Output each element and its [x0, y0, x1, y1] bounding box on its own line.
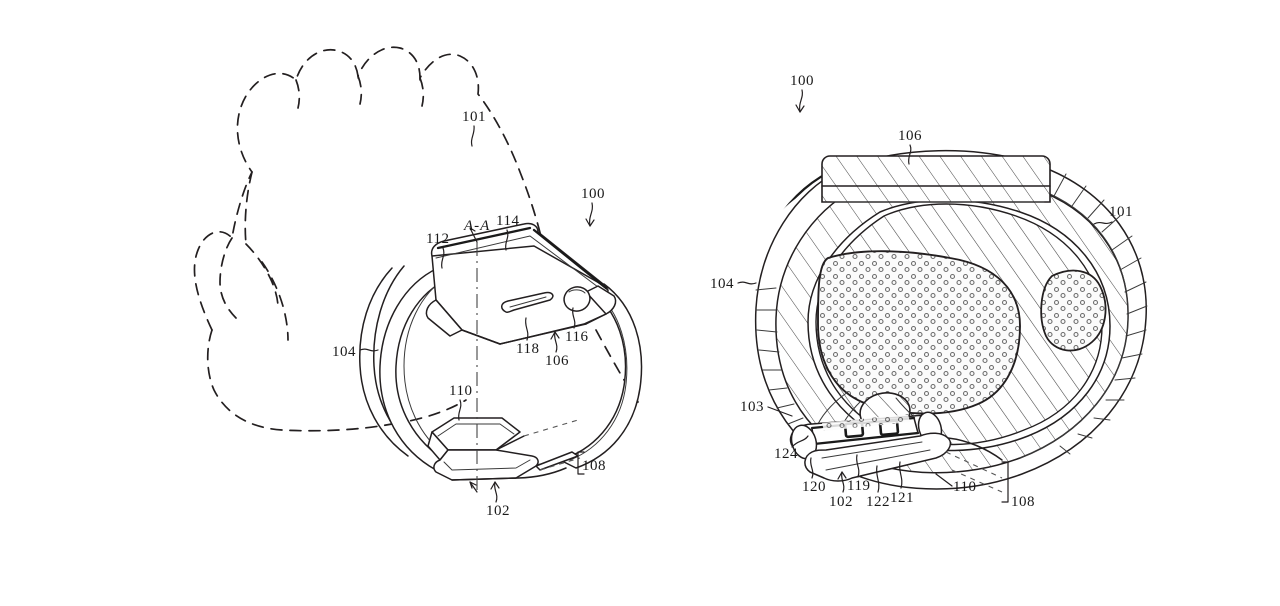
callout-116: 116: [565, 329, 588, 345]
callout-122: 122: [866, 494, 890, 510]
connector-dark-bar-bottom: [812, 431, 920, 446]
right-figure-callouts: 100 106 101 104 103 124 120 102: [710, 73, 1133, 510]
callout-121: 121: [890, 490, 914, 506]
watch-body: [425, 222, 617, 345]
right-figure: 100 106 101 104 103 124 120 102: [710, 73, 1150, 510]
connector-assembly: [789, 391, 1009, 503]
callout-112: 112: [426, 231, 449, 247]
section-label-aa: A-A: [463, 218, 490, 234]
callout-103: 103: [740, 399, 764, 415]
callout-102-left: 102: [486, 503, 510, 519]
callout-104-right: 104: [710, 276, 734, 292]
clasp-lower-shell: [804, 432, 952, 482]
cushion-region-large: [817, 250, 1021, 415]
callout-124: 124: [774, 446, 798, 462]
callout-100-right: 100: [790, 73, 814, 89]
connector-right-cap: [913, 417, 919, 434]
connector-stipple-fill: [822, 414, 910, 431]
callout-108-left: 108: [582, 458, 606, 474]
cushion-region-small: [1040, 269, 1107, 352]
callout-110-left: 110: [449, 383, 472, 399]
watch-body-block: [821, 155, 1051, 203]
left-figure-callouts: 101 100 A-A 112 114 116 118 106: [332, 109, 606, 519]
left-figure: 101 100 A-A 112 114 116 118 106: [193, 46, 643, 519]
callout-114: 114: [496, 213, 519, 229]
callout-119: 119: [847, 478, 870, 494]
band-clasp-assembly: [427, 417, 581, 481]
callout-110-right: 110: [953, 479, 976, 495]
callout-108-right: 108: [1011, 494, 1035, 510]
callout-118: 118: [516, 341, 539, 357]
section-arrow-top: [469, 227, 478, 243]
section-arrow-bottom-head: [469, 481, 477, 489]
callout-102-right: 102: [829, 494, 853, 510]
callout-120: 120: [802, 479, 826, 495]
callout-106-left: 106: [545, 353, 569, 369]
callout-101-right: 101: [1109, 204, 1133, 220]
callout-104-left: 104: [332, 344, 356, 360]
callout-101-left: 101: [462, 109, 486, 125]
callout-106-right: 106: [898, 128, 922, 144]
callout-100-left: 100: [581, 186, 605, 202]
band-inner-layer: [755, 287, 813, 439]
band-link-segments: [1019, 165, 1148, 459]
